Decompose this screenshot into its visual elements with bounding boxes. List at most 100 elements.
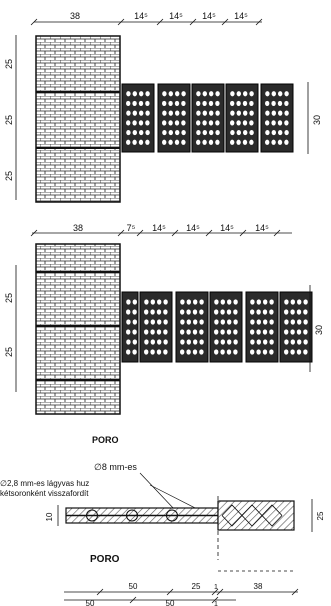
top-block-hole — [278, 129, 283, 136]
top-block-hole — [132, 110, 137, 116]
mid-block-hole — [226, 349, 232, 355]
top-block-hole — [236, 100, 241, 107]
mid-block-hole — [150, 309, 155, 315]
top-block-hole — [284, 110, 289, 116]
mid-block-hole — [144, 339, 149, 345]
top-block-hole — [174, 120, 180, 126]
top-block-hole — [243, 110, 248, 116]
top-block-hole — [181, 129, 186, 136]
top-block-hole — [138, 139, 144, 145]
mid-block-hole — [180, 319, 185, 325]
top-block-hole — [162, 110, 167, 116]
bottom-detail: PORO ∅8 mm-es ∅2,8 mm-es lágyvas huz két… — [0, 435, 325, 606]
top-block-hole — [236, 91, 241, 97]
top-block-hole — [175, 129, 180, 136]
mid-block-hole — [233, 349, 238, 355]
mid-block-hole — [303, 309, 308, 315]
top-block-hole — [196, 100, 201, 107]
top-block-hole — [249, 139, 254, 145]
mid-block-hole — [144, 349, 149, 355]
mid-dim-38: 38 — [73, 223, 83, 233]
top-block-hole — [145, 129, 150, 136]
mid-block-hole — [163, 319, 168, 325]
mid-block-hole — [163, 329, 168, 335]
mid-left-dim-1: 25 — [4, 293, 14, 303]
mid-block-hole — [220, 319, 225, 325]
top-block-hole — [162, 100, 167, 107]
top-block-hole — [145, 110, 150, 116]
top-block-hole — [209, 110, 214, 116]
top-block-hole — [236, 139, 241, 145]
mid-block-hole — [220, 349, 225, 355]
mid-block-hole — [150, 329, 155, 335]
top-block-hole — [168, 129, 173, 136]
mid-block-hole — [220, 299, 225, 305]
bottom-left-dim: 10 — [45, 512, 54, 521]
top-block-hole — [277, 100, 283, 107]
mid-block-hole — [284, 319, 289, 325]
mid-right-dim: 30 — [314, 325, 324, 335]
mid-block-hole — [126, 349, 131, 355]
mid-block-hole — [214, 329, 219, 335]
mid-block-hole — [214, 349, 219, 355]
top-detail: 38 14⁵ 14⁵ 14⁵ 14⁵ 25 25 25 30 — [4, 11, 322, 203]
mid-block-hole — [156, 329, 162, 335]
top-block-hole — [196, 139, 201, 145]
top-block-hole — [242, 139, 248, 145]
top-block-hole — [242, 100, 248, 107]
mid-block-hole — [233, 339, 238, 345]
top-block-hole — [162, 120, 167, 126]
top-block-hole — [132, 100, 137, 107]
mid-block-hole — [163, 299, 168, 305]
dim-chain-2-b: 50 — [166, 599, 175, 606]
mid-block-hole — [303, 299, 308, 305]
top-block-hole — [145, 91, 150, 97]
mid-block-hole — [193, 339, 198, 345]
mid-dim-14d: 14⁵ — [255, 223, 269, 233]
top-block-hole — [175, 110, 180, 116]
top-block-hole — [208, 139, 214, 145]
mid-block-hole — [150, 349, 155, 355]
top-block-hole — [236, 110, 241, 116]
dim-chain-1-b: 25 — [192, 582, 201, 591]
dim-chain-1-a: 50 — [129, 582, 138, 591]
mid-block-hole — [132, 329, 137, 335]
mid-block-hole — [303, 319, 308, 325]
mid-block-hole — [192, 329, 198, 335]
top-block-hole — [215, 91, 220, 97]
mid-block-hole — [156, 349, 162, 355]
mid-block-hole — [163, 349, 168, 355]
bottom-label-bottom: PORO — [90, 554, 120, 565]
mid-block-hole — [303, 349, 308, 355]
top-block-row — [121, 83, 294, 153]
mid-block-hole — [150, 339, 155, 345]
mid-block-hole — [226, 329, 232, 335]
top-block-hole — [265, 120, 270, 126]
mid-block-hole — [284, 309, 289, 315]
mid-block-hole — [126, 309, 131, 315]
top-block-hole — [284, 100, 289, 107]
top-block-hole — [168, 91, 173, 97]
mid-block-hole — [199, 339, 204, 345]
mid-block-hole — [144, 309, 149, 315]
mid-block-hole — [269, 349, 274, 355]
top-block-hole — [181, 100, 186, 107]
mid-block-hole — [227, 339, 232, 345]
mid-block-hole — [303, 329, 308, 335]
mid-block-hole — [227, 319, 232, 325]
top-block-hole — [202, 139, 207, 145]
mid-block-hole — [199, 319, 204, 325]
mid-block-hole — [199, 299, 204, 305]
top-block-hole — [168, 139, 173, 145]
bottom-right-dim: 25 — [316, 511, 325, 520]
top-block-hole — [271, 100, 276, 107]
mid-block-hole — [269, 319, 274, 325]
mid-block-hole — [157, 319, 162, 325]
mid-block-hole — [296, 349, 302, 355]
top-block-hole — [162, 91, 167, 97]
mid-block-hole — [256, 319, 261, 325]
mid-block-hole — [250, 349, 255, 355]
mid-block-hole — [262, 349, 268, 355]
top-block-hole — [284, 91, 289, 97]
dim-chain-2-c: 1 — [214, 601, 218, 606]
